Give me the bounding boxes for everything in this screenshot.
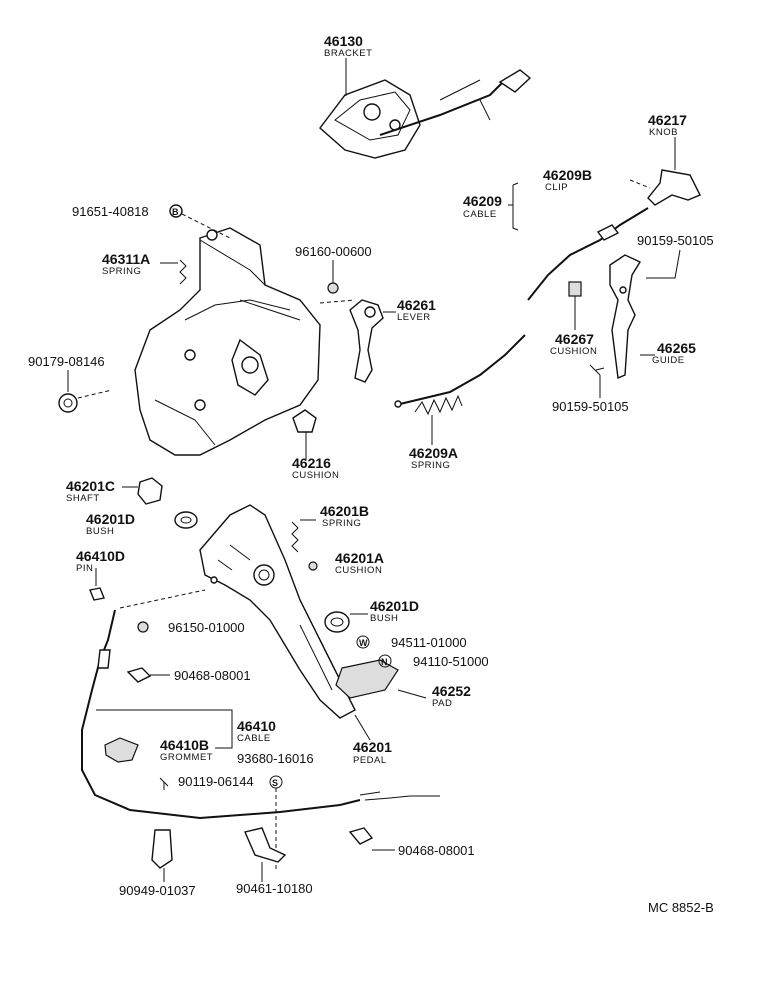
part-number-46410: 46410	[237, 718, 276, 734]
svg-text:W: W	[359, 638, 368, 648]
part-number-46410b: 46410B	[160, 737, 209, 753]
part-name-spring-46209a: SPRING	[411, 460, 450, 471]
part-name-pad: PAD	[432, 698, 452, 709]
bush-46201d-left-drawing	[174, 511, 198, 529]
part-number-46410d: 46410D	[76, 548, 125, 564]
part-name-bush-right: BUSH	[370, 613, 398, 624]
grommet-46410b-drawing	[104, 737, 139, 763]
part-number-46201a: 46201A	[335, 550, 384, 566]
svg-text:N: N	[381, 657, 388, 667]
washer-94511-drawing	[356, 635, 370, 649]
nut-90179-drawing	[58, 370, 113, 413]
part-number-96160-00600: 96160-00600	[295, 244, 372, 259]
spring-46209a-drawing	[414, 394, 463, 445]
part-name-bracket: BRACKET	[324, 48, 372, 59]
nut-94110-drawing	[378, 654, 392, 668]
part-number-46252: 46252	[432, 683, 471, 699]
svg-text:S: S	[272, 778, 278, 788]
shaft-46201c-drawing	[122, 477, 163, 505]
part-name-cushion-46201a: CUSHION	[335, 565, 382, 576]
part-name-pedal: PEDAL	[353, 755, 387, 766]
lever-46261-drawing	[319, 299, 396, 383]
part-name-shaft: SHAFT	[66, 493, 100, 504]
spring-46311a-drawing	[160, 259, 187, 285]
part-number-46265: 46265	[657, 340, 696, 356]
part-number-90159-50105-lower: 90159-50105	[552, 399, 629, 414]
part-number-46209: 46209	[463, 193, 502, 209]
part-name-grommet: GROMMET	[160, 752, 213, 763]
clamp-90949-drawing	[151, 829, 173, 882]
bolt-90119-drawing	[159, 777, 169, 790]
clip-90468-upper-drawing	[126, 667, 152, 683]
part-name-cable-46410: CABLE	[237, 733, 271, 744]
bolt-91651-drawing: B	[169, 204, 231, 239]
part-name-pin: PIN	[76, 563, 93, 574]
part-number-46130: 46130	[324, 33, 363, 49]
part-name-lever: LEVER	[397, 312, 431, 323]
part-number-46201d-left: 46201D	[86, 511, 135, 527]
bush-46201d-right-drawing	[324, 611, 368, 633]
part-number-46209b: 46209B	[543, 167, 592, 183]
part-name-bush-left: BUSH	[86, 526, 114, 537]
nut-96150-drawing	[137, 621, 149, 633]
part-number-46311a: 46311A	[102, 251, 150, 267]
screw-93680-drawing: S	[269, 775, 283, 870]
part-number-91651-40818: 91651-40818	[72, 204, 149, 219]
diagram-id: MC 8852-B	[648, 900, 714, 915]
clip-90468-lower-drawing	[348, 827, 374, 845]
svg-text:B: B	[172, 207, 179, 217]
part-name-cushion-46267: CUSHION	[550, 346, 597, 357]
part-name-spring-46201b: SPRING	[322, 518, 361, 529]
part-number-46216: 46216	[292, 455, 331, 471]
part-name-knob: KNOB	[649, 127, 678, 138]
part-number-94110-51000: 94110-51000	[413, 654, 489, 669]
part-number-46201d-right: 46201D	[370, 598, 419, 614]
part-number-90119-06144: 90119-06144	[178, 774, 254, 789]
cable-46209-drawing	[394, 179, 651, 408]
spring-46201b-drawing	[291, 519, 316, 553]
bracket-46130-drawing	[319, 69, 532, 159]
part-number-93680-16016: 93680-16016	[237, 751, 314, 766]
cushion-46216-drawing	[292, 409, 317, 460]
part-number-90461-10180: 90461-10180	[236, 881, 313, 896]
cushion-46267-drawing	[568, 281, 582, 297]
cushion-46201a-drawing	[308, 561, 318, 571]
part-number-90468-08001-upper: 90468-08001	[174, 668, 251, 683]
part-number-94511-01000: 94511-01000	[391, 635, 467, 650]
screw-90159-lower-drawing	[589, 364, 605, 376]
part-number-90468-08001-lower: 90468-08001	[398, 843, 475, 858]
part-number-46209a: 46209A	[409, 445, 458, 461]
part-number-46217: 46217	[648, 112, 687, 128]
part-number-90949-01037: 90949-01037	[119, 883, 196, 898]
pad-46252-drawing	[335, 659, 427, 699]
lever-bracket-assembly-drawing	[134, 227, 321, 456]
part-number-46201b: 46201B	[320, 503, 369, 519]
part-name-cushion-46216: CUSHION	[292, 470, 339, 481]
part-number-90179-08146: 90179-08146	[28, 354, 105, 369]
part-number-46267: 46267	[555, 331, 594, 347]
guide-46265-drawing	[609, 249, 681, 380]
part-number-46201c: 46201C	[66, 478, 115, 494]
cable-46410-drawing	[81, 609, 440, 820]
nut-96160-drawing	[327, 282, 339, 294]
part-name-clip: CLIP	[545, 182, 568, 193]
part-name-cable: CABLE	[463, 209, 497, 220]
part-number-96150-01000: 96150-01000	[168, 620, 245, 635]
clamp-90461-drawing	[244, 827, 287, 882]
part-number-46201: 46201	[353, 739, 392, 755]
part-number-46261: 46261	[397, 297, 436, 313]
pin-46410d-drawing	[89, 568, 206, 609]
pedal-46201-drawing	[199, 504, 371, 741]
part-name-spring: SPRING	[102, 266, 141, 277]
part-number-90159-50105-upper: 90159-50105	[637, 233, 714, 248]
part-name-guide: GUIDE	[652, 355, 685, 366]
knob-46217-drawing	[647, 137, 701, 206]
